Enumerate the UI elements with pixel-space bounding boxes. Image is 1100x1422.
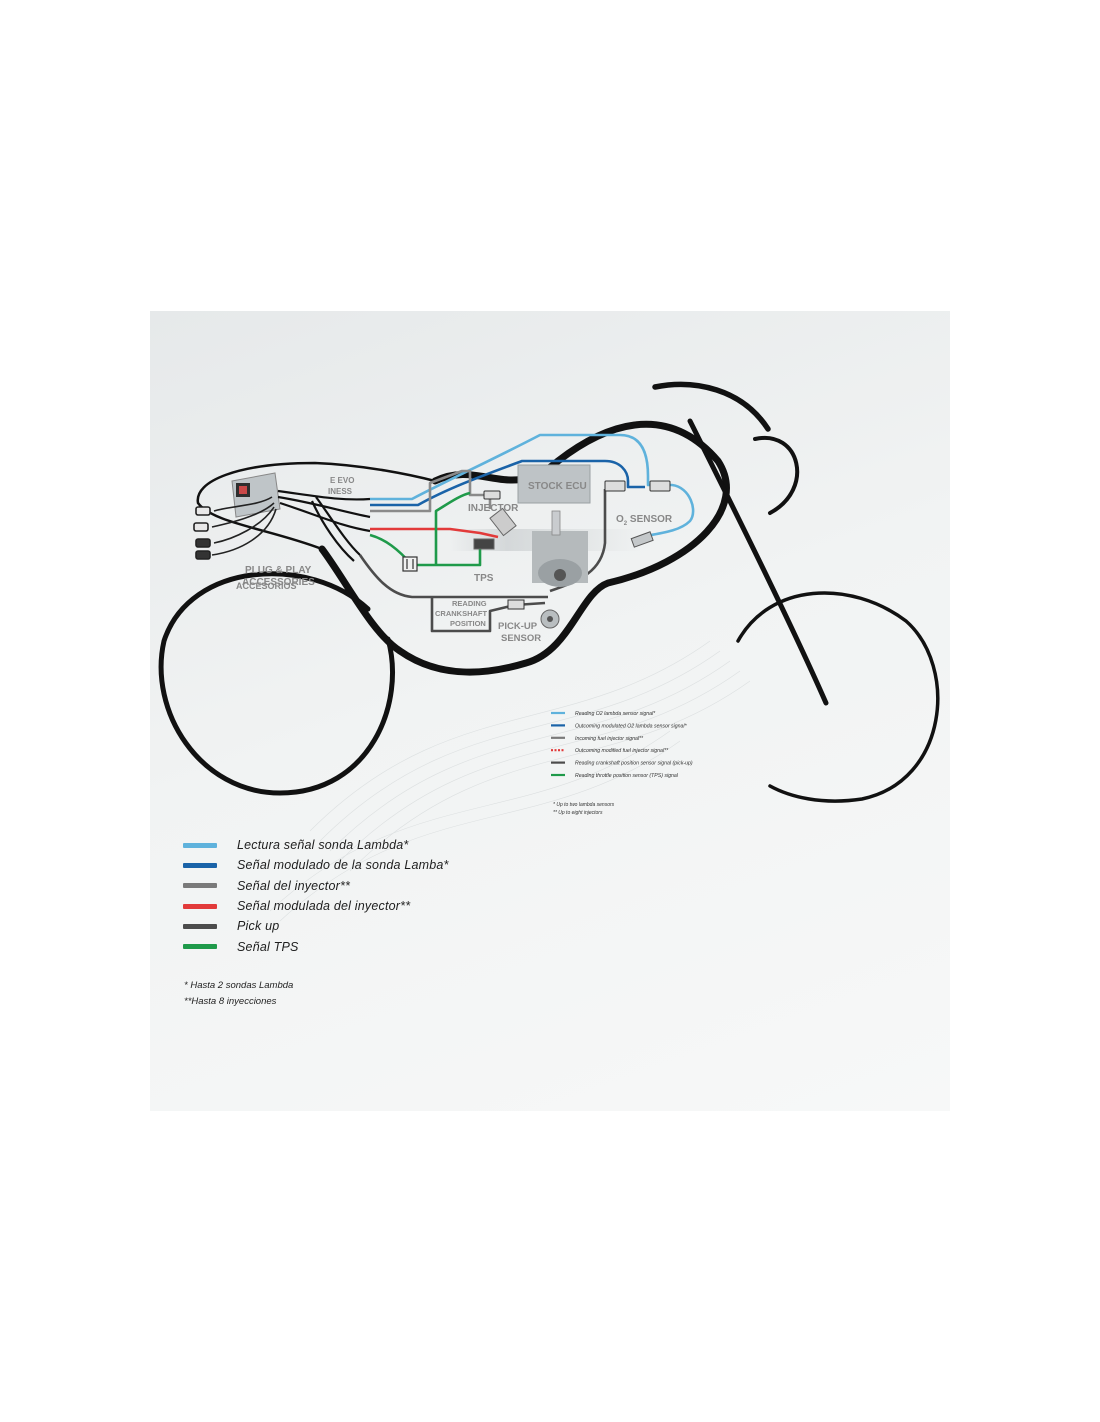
- reading-label-3: POSITION: [450, 619, 486, 628]
- legend-es-label: Lectura señal sonda Lambda*: [237, 838, 409, 853]
- plug-play-label-2: ACCESSORIES: [242, 577, 315, 588]
- legend-es-swatch: [183, 862, 217, 868]
- legend-es-label: Señal TPS: [237, 939, 299, 954]
- legend-es-swatch: [183, 842, 217, 848]
- o2-label-suffix: SENSOR: [627, 514, 673, 525]
- headlight-fairing: [652, 381, 771, 432]
- o2-label-prefix: O: [616, 514, 624, 525]
- note-en: * Up to two lambda sensors: [553, 802, 615, 808]
- legend-es-swatch: [183, 923, 217, 929]
- legend-es-label: Pick up: [237, 919, 280, 934]
- stock-ecu-label: STOCK ECU: [528, 481, 587, 492]
- note-es: **Hasta 8 inyecciones: [184, 996, 277, 1007]
- reading-label-2: CRANKSHAFT: [435, 609, 487, 618]
- plug-play-label-3: ACCESORIOS: [236, 581, 297, 591]
- injector-label: INJECTOR: [468, 503, 519, 514]
- legend-english: Reading O2 lambda sensor signal* Outcomin…: [551, 711, 693, 779]
- wire-red: [370, 527, 499, 539]
- legend-en-label: Outcoming modulated O2 lambda sensor sig…: [575, 723, 688, 729]
- handlebar-arc: [753, 435, 800, 515]
- front-fork: [687, 418, 829, 706]
- harness-bundle: [277, 489, 371, 562]
- legend-spanish: Lectura señal sonda Lambda* Señal modulad…: [183, 835, 449, 957]
- o2-label-sub: 2: [624, 521, 628, 527]
- legend-es-item: Señal modulada del inyector**: [183, 896, 449, 916]
- ecu-connectors: [483, 480, 671, 500]
- legend-en-label: Reading throttle position sensor (TPS) s…: [575, 773, 679, 779]
- tps-sensor: [402, 556, 418, 572]
- pickup-label-2: SENSOR: [501, 633, 541, 644]
- background-swooshes: [269, 640, 751, 922]
- pickup-sensor: [507, 599, 560, 629]
- injector-part: [473, 507, 517, 550]
- diagram-panel: E EVO INESS PLUG & PLAY ACCESSORIES ACCE…: [150, 311, 950, 1111]
- wire-light-blue: [370, 433, 695, 539]
- legend-es-item: Señal TPS: [183, 936, 449, 956]
- wire-dark-blue: [370, 459, 645, 507]
- legend-es-item: Señal modulado de la sonda Lamba*: [183, 855, 449, 875]
- front-wheel: [736, 591, 940, 803]
- tps-label: TPS: [474, 573, 494, 584]
- rear-wheel: [158, 571, 395, 796]
- engine-cylinder: [532, 510, 588, 587]
- legend-en-label: Outcoming modified fuel injector signal*…: [575, 748, 669, 754]
- legend-es-label: Señal del inyector**: [237, 878, 351, 893]
- notes-spanish: * Hasta 2 sondas Lambda **Hasta 8 inyecci…: [184, 980, 293, 1012]
- accessory-connectors: [193, 496, 277, 560]
- stock-ecu-box: STOCK ECU: [517, 464, 591, 504]
- note-es: * Hasta 2 sondas Lambda: [184, 980, 294, 991]
- rear-frame-outline: [196, 461, 437, 551]
- legend-en-label: Incoming fuel injector signal**: [575, 736, 644, 742]
- svg-text:O2 SENSOR: O2 SENSOR: [616, 514, 673, 527]
- note-en: ** Up to eight injectors: [553, 810, 603, 816]
- reading-label-1: READING: [452, 599, 487, 608]
- legend-es-label: Señal modulado de la sonda Lamba*: [237, 858, 449, 873]
- legend-es-item: Pick up: [183, 916, 449, 936]
- plug-play-label-1: PLUG & PLAY: [245, 565, 312, 576]
- module-text-1: E EVO: [330, 476, 354, 485]
- pickup-label-1: PICK-UP: [498, 621, 538, 632]
- module-text-2: INESS: [328, 487, 353, 496]
- motorcycle-outline: [158, 381, 940, 803]
- wiring-diagram: E EVO INESS PLUG & PLAY ACCESSORIES ACCE…: [158, 381, 940, 922]
- legend-es-swatch: [183, 944, 217, 950]
- notes-english: * Up to two lambda sensors ** Up to eight…: [553, 802, 615, 816]
- legend-es-swatch: [183, 903, 217, 909]
- legend-es-item: Lectura señal sonda Lambda*: [183, 835, 449, 855]
- legend-es-item: Señal del inyector**: [183, 876, 449, 896]
- legend-es-label: Señal modulada del inyector**: [237, 899, 411, 914]
- wire-green: [369, 491, 482, 567]
- legend-en-label: Reading crankshaft position sensor signa…: [575, 761, 693, 767]
- o2-sensor: O2 SENSOR: [616, 514, 673, 548]
- legend-es-swatch: [183, 883, 217, 889]
- legend-en-label: Reading O2 lambda sensor signal*: [575, 711, 656, 717]
